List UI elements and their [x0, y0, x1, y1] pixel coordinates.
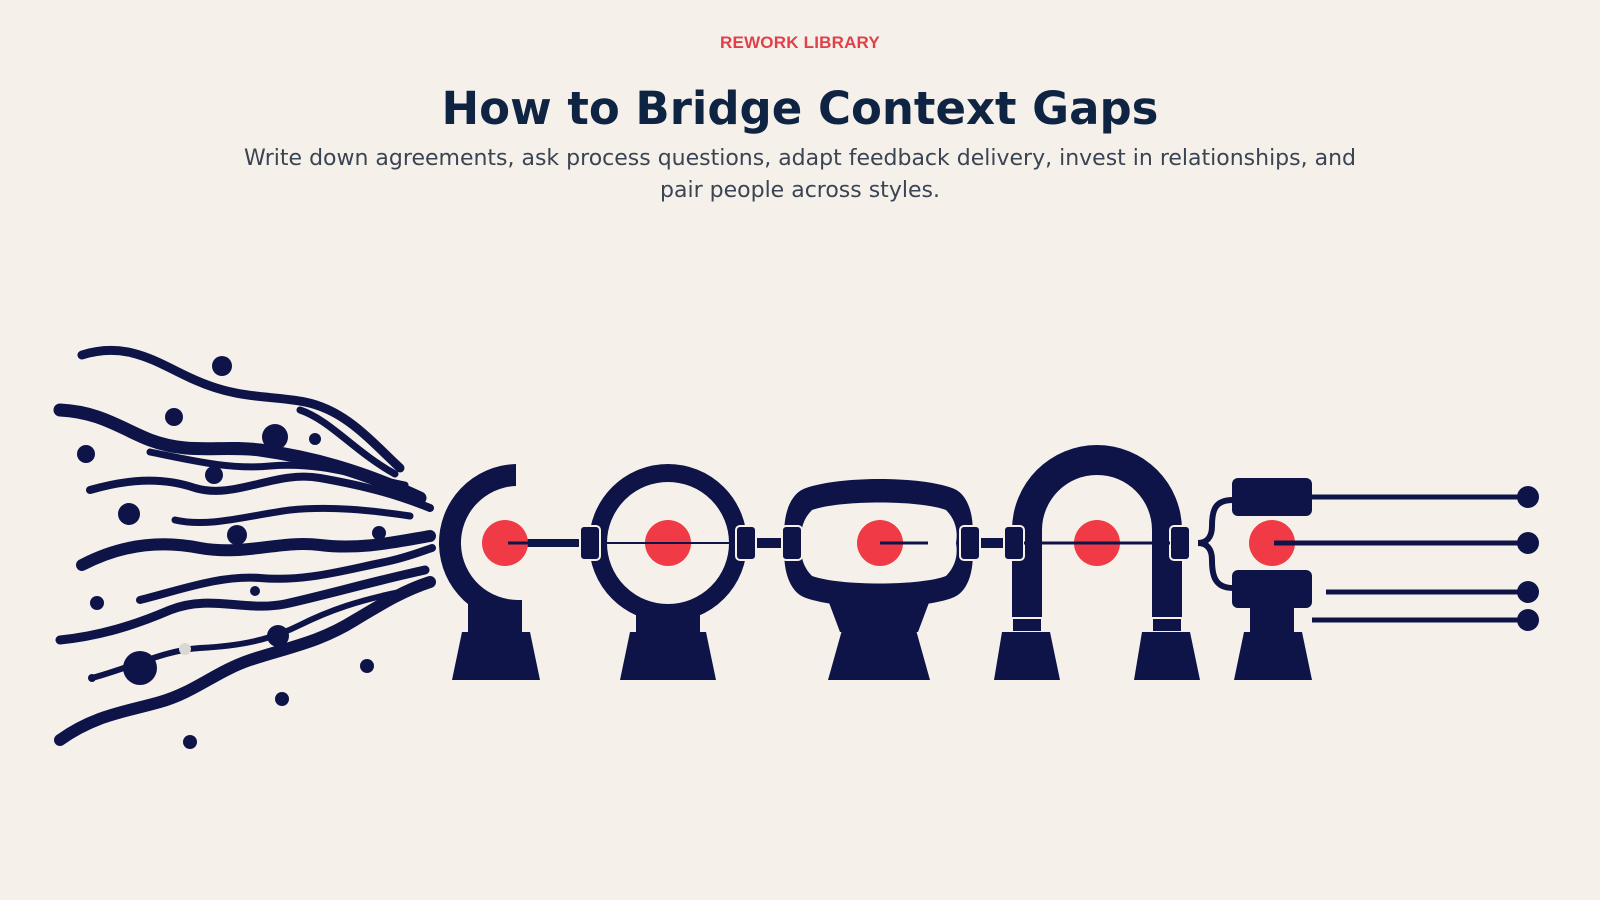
stream-line	[54, 576, 436, 746]
station-pedestal	[994, 632, 1060, 680]
stream-line	[77, 345, 405, 473]
station-4-arch	[994, 445, 1200, 680]
output-endpoint	[1517, 486, 1539, 508]
particle-dot	[118, 503, 140, 525]
stream-line	[146, 448, 409, 489]
particle-dot	[90, 596, 104, 610]
hook-arc	[438, 464, 520, 623]
particle-dot	[212, 356, 232, 376]
coupler-block	[959, 525, 981, 561]
particle-dot	[275, 692, 289, 706]
particle-dot	[372, 526, 386, 540]
signal-node	[482, 520, 528, 566]
aligned-output-lines	[1274, 486, 1539, 631]
particle-dot	[123, 651, 157, 685]
particle-dot	[250, 586, 260, 596]
particle-dot	[262, 424, 288, 450]
splitter-brace	[1197, 497, 1234, 591]
arch-leg	[1012, 556, 1042, 620]
station-2-ring	[579, 464, 757, 680]
stream-line	[136, 544, 436, 604]
particle-dot	[227, 525, 247, 545]
station-1-hook	[438, 464, 585, 680]
output-endpoint	[1517, 581, 1539, 603]
particle-dot	[309, 433, 321, 445]
coupler-block	[781, 525, 803, 561]
particle-dot	[267, 625, 289, 647]
arch-collar	[1011, 617, 1043, 633]
page-title: How to Bridge Context Gaps	[441, 82, 1159, 135]
station-pedestal	[828, 630, 930, 680]
input-particles	[77, 356, 386, 749]
station-3-lens	[781, 479, 981, 680]
arch-frame	[1012, 445, 1182, 560]
splitter-block	[1232, 478, 1312, 516]
stream-line	[86, 472, 434, 512]
station-pedestal	[452, 632, 540, 680]
splitter-block	[1232, 570, 1312, 608]
chaotic-input-streams	[53, 345, 436, 746]
arch-leg	[1152, 556, 1182, 620]
coupler-block	[1003, 525, 1025, 561]
coupler-block	[735, 525, 757, 561]
page-subtitle: Write down agreements, ask process quest…	[244, 146, 1356, 203]
output-endpoint	[1517, 609, 1539, 631]
station-neck	[828, 600, 930, 632]
particle-dot	[360, 659, 374, 673]
particle-dot	[77, 445, 95, 463]
station-neck	[1250, 608, 1294, 634]
particle-dot	[205, 466, 223, 484]
coupler-block	[579, 525, 601, 561]
stream-line	[55, 565, 430, 645]
particle-dot	[183, 735, 197, 749]
station-pedestal	[1234, 632, 1312, 680]
station-pedestal	[1134, 632, 1200, 680]
station-neck	[636, 612, 700, 634]
stream-line	[76, 530, 436, 571]
coupler-block	[1169, 525, 1191, 561]
particle-dot	[165, 408, 183, 426]
signal-node	[1249, 520, 1295, 566]
output-endpoint	[1517, 532, 1539, 554]
station-pedestal	[620, 632, 716, 680]
stream-line	[171, 504, 414, 526]
arch-collar	[1151, 617, 1183, 633]
eyebrow-label: REWORK LIBRARY	[720, 33, 880, 52]
station-5-splitter	[1197, 478, 1312, 680]
stream-line	[296, 406, 399, 478]
particle-dot	[179, 643, 191, 655]
particle-dot	[88, 674, 96, 682]
station-neck	[468, 600, 522, 635]
